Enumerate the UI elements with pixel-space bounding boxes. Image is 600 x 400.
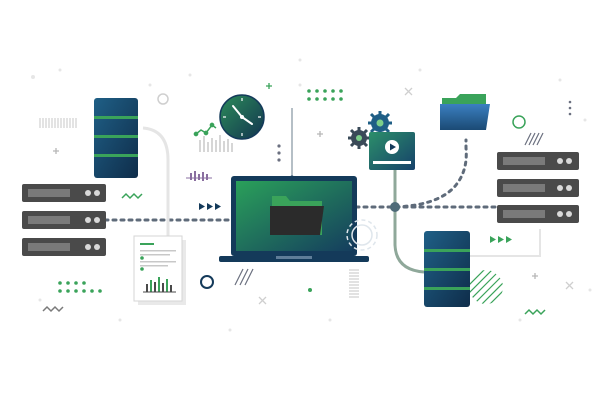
server-unit-icon <box>497 205 579 223</box>
laptop-icon <box>219 176 369 262</box>
plus-marks <box>53 83 538 279</box>
chart-icon <box>143 277 176 293</box>
decor-diagonal-hatch <box>234 132 544 286</box>
vertical-dots-icon <box>308 288 312 292</box>
folder-icon <box>440 94 490 130</box>
server-unit-icon <box>22 238 106 256</box>
server-rack-icon <box>94 98 138 178</box>
video-player-icon <box>369 132 415 170</box>
bar-chart-decor-icon <box>199 135 233 152</box>
gear-icon <box>348 127 370 149</box>
decor-zigzags <box>42 192 546 316</box>
server-unit-icon <box>22 211 106 229</box>
connection-lines <box>103 108 541 274</box>
server-rack-icon <box>424 231 470 307</box>
report-document-icon <box>133 235 186 305</box>
gear-outline-icon <box>346 219 378 251</box>
small-dots-purple-icon <box>186 171 212 181</box>
junction-dots <box>289 175 400 212</box>
folder-icon <box>270 196 324 235</box>
server-unit-icon <box>497 179 579 197</box>
clock-icon <box>219 94 265 140</box>
background-decorations <box>31 58 592 332</box>
decor-small-dots-column <box>277 100 572 162</box>
decor-triple-arrows <box>199 203 512 243</box>
server-unit-icon <box>497 152 579 170</box>
server-unit-icon <box>22 184 106 202</box>
decor-stripes <box>39 118 359 298</box>
gear-icon <box>368 111 392 135</box>
hatched-circle <box>469 270 503 304</box>
trend-line-icon <box>193 122 217 137</box>
decor-dot-grid <box>58 89 343 293</box>
